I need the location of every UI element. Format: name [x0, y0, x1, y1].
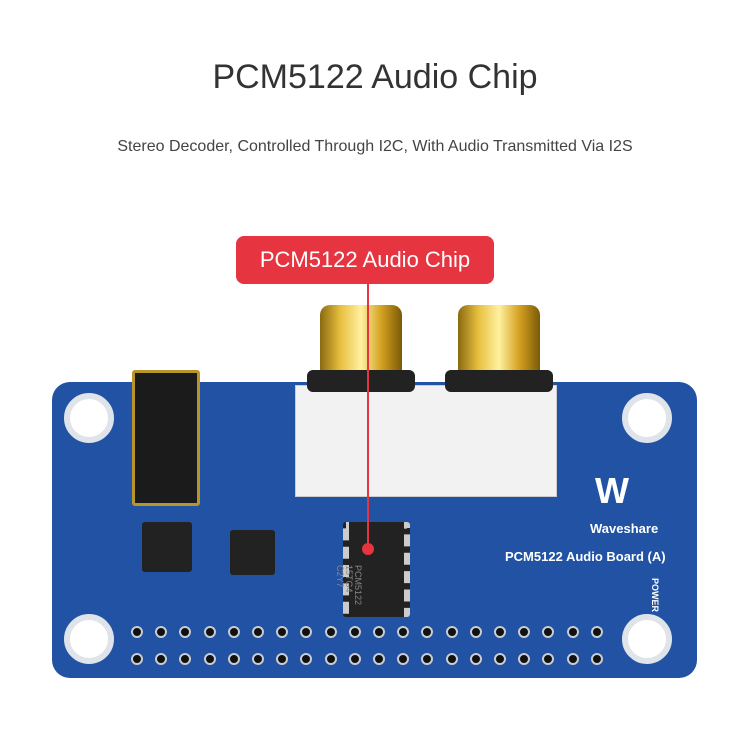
header-pin	[227, 653, 240, 665]
pcm5122-chip	[343, 522, 410, 617]
mounting-hole	[622, 393, 672, 443]
chip-marking-line: PCM5122	[353, 565, 363, 606]
header-pin	[518, 653, 531, 665]
header-pin	[397, 626, 410, 638]
headphone-jack	[132, 370, 200, 506]
rca-base	[445, 370, 553, 392]
ic-chip	[142, 522, 192, 572]
mounting-hole	[622, 614, 672, 664]
rca-jack-left	[320, 305, 402, 377]
header-pin	[324, 626, 337, 638]
mounting-hole	[64, 393, 114, 443]
rca-base	[307, 370, 415, 392]
header-pin	[179, 626, 192, 638]
page-subtitle: Stereo Decoder, Controlled Through I2C, …	[117, 138, 633, 155]
header-pin	[397, 653, 410, 665]
header-pin	[421, 653, 434, 665]
header-pin	[252, 653, 264, 665]
header-pin	[300, 626, 313, 638]
header-pin	[155, 626, 168, 638]
header-pin	[590, 626, 603, 638]
header-pin	[276, 653, 289, 665]
header-pin	[469, 626, 482, 638]
header-pin	[566, 653, 579, 665]
header-pin	[131, 653, 143, 665]
header-pin	[542, 653, 555, 665]
callout-line	[367, 284, 369, 548]
waveshare-logo: W	[595, 470, 629, 511]
callout-dot	[362, 543, 374, 555]
chip-marking-line: 15TG4	[344, 565, 354, 593]
rca-jack-right	[458, 305, 540, 377]
chip-marking-line: C2Y7	[335, 565, 345, 588]
header-pin	[373, 626, 385, 638]
header-pin	[324, 653, 337, 665]
header-pin	[155, 653, 168, 665]
ic-chip	[230, 530, 275, 575]
header-pin	[300, 653, 313, 665]
header-pin	[227, 626, 240, 638]
header-pin	[348, 653, 361, 665]
header-pin	[131, 626, 143, 638]
header-pin	[494, 653, 506, 665]
header-pin	[179, 653, 192, 665]
page-title: PCM5122 Audio Chip	[212, 58, 538, 96]
brand-name: Waveshare	[590, 521, 659, 536]
header-pin	[494, 626, 506, 638]
header-pin	[421, 626, 434, 638]
header-pin	[445, 653, 458, 665]
header-pin	[518, 626, 531, 638]
mounting-hole	[64, 614, 114, 664]
header-pin	[469, 653, 482, 665]
header-pin	[203, 626, 216, 638]
rca-housing	[295, 385, 557, 497]
callout-label: PCM5122 Audio Chip	[236, 236, 494, 284]
header-pin	[445, 626, 458, 638]
header-pin	[348, 626, 361, 638]
header-pin	[542, 626, 555, 638]
header-pin	[566, 626, 579, 638]
header-pin	[203, 653, 216, 665]
power-label: POWER	[650, 578, 660, 613]
board-name: PCM5122 Audio Board (A)	[505, 549, 666, 564]
header-pin	[252, 626, 264, 638]
header-pin	[373, 653, 385, 665]
header-pin	[590, 653, 603, 665]
header-pin	[276, 626, 289, 638]
